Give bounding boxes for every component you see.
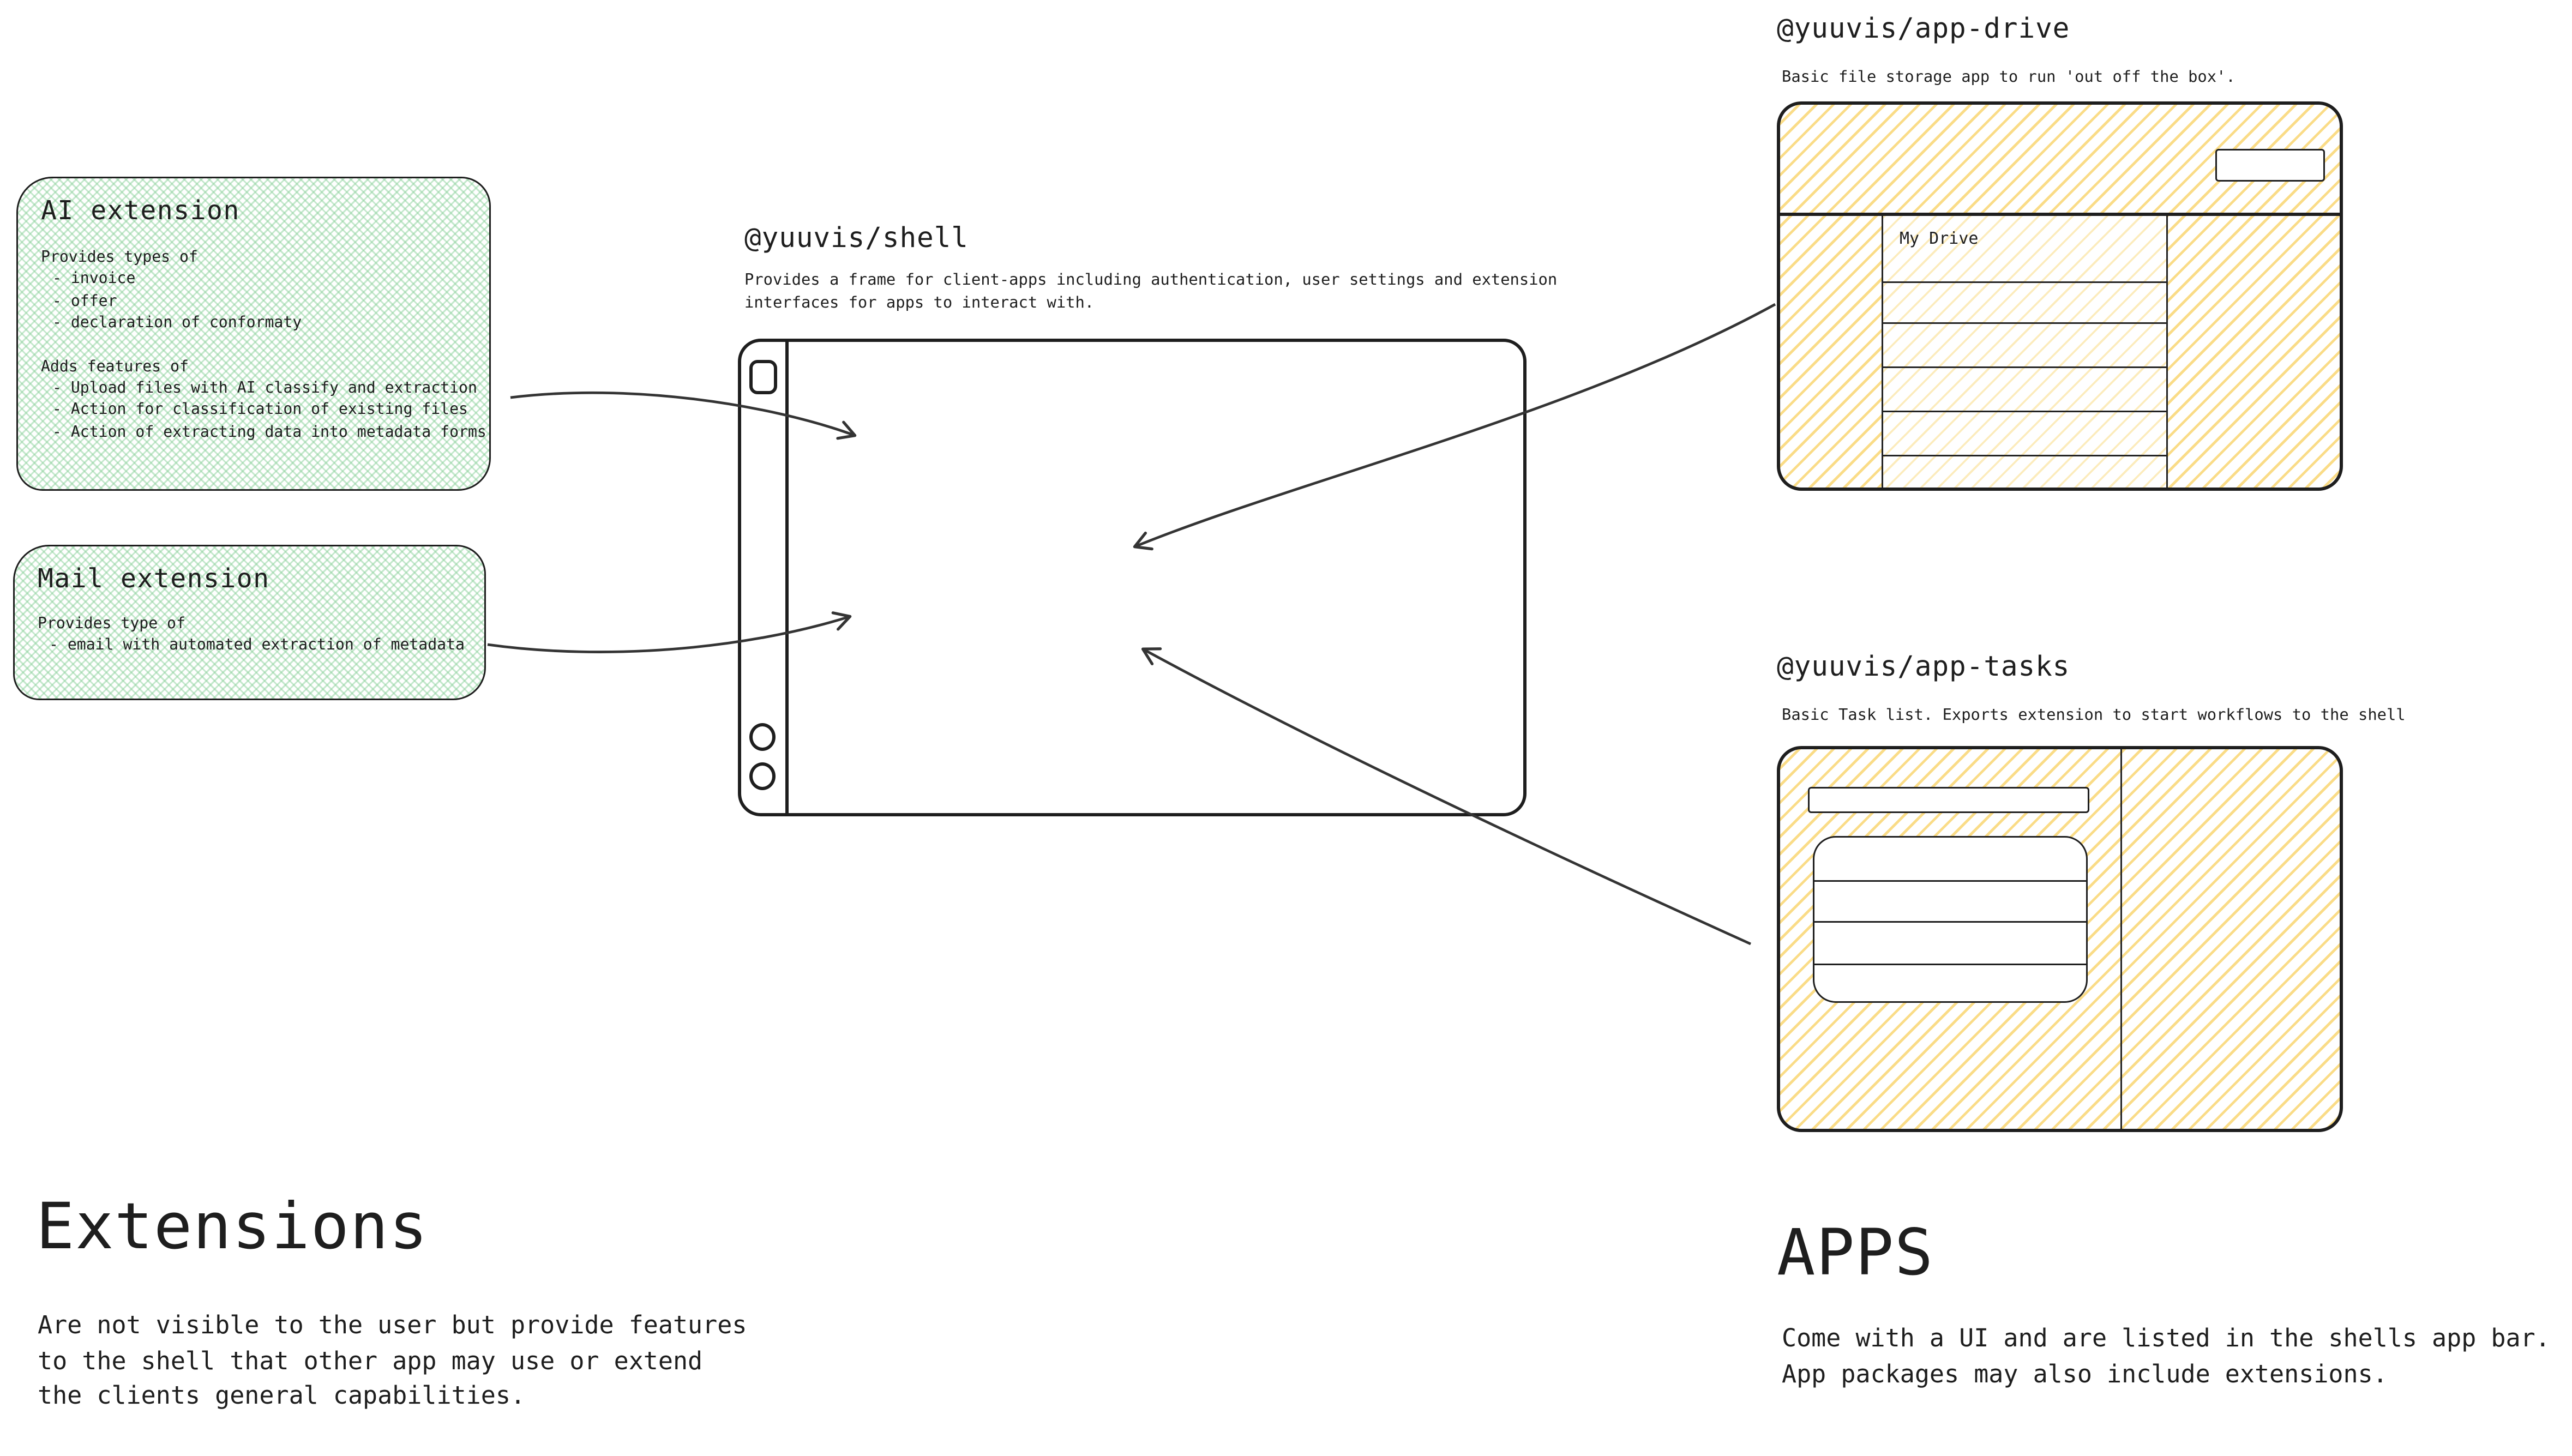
mail-extension-title: Mail extension (38, 563, 270, 594)
app-drive-package-title: @yuuvis/app-drive (1777, 13, 2070, 46)
shell-package-title: @yuuvis/shell (744, 222, 969, 255)
task-row-divider (1814, 964, 2086, 965)
apps-section-body: Come with a UI and are listed in the she… (1782, 1323, 2550, 1388)
ai-features-item: - Action of extracting data into metadat… (52, 423, 486, 442)
ai-extension-title: AI extension (41, 195, 240, 226)
file-row-divider (1883, 366, 2166, 368)
ai-provides-item: - invoice (52, 270, 136, 289)
extensions-section-body: Are not visible to the user but provide … (38, 1310, 747, 1410)
file-row-divider (1883, 411, 2166, 412)
spacer (41, 335, 486, 356)
ai-features-item: - Action for classification of existing … (52, 401, 468, 420)
app-drive-file-list-panel: My Drive (1882, 216, 2168, 488)
app-tasks-panel-divider (2120, 749, 2122, 1129)
app-tasks-list-card (1813, 836, 2088, 1003)
shell-app-bar-circle-icon (749, 723, 776, 751)
app-drive-package-description: Basic file storage app to run 'out off t… (1782, 69, 2236, 87)
task-row-divider (1814, 880, 2086, 882)
ai-extension-body: Provides types of - invoice - offer - de… (41, 247, 486, 444)
mail-extension-body: Provides type of - email with automated … (38, 613, 465, 657)
ai-extension-box: AI extension Provides types of - invoice… (16, 177, 491, 491)
ai-provides-label: Provides types of (41, 249, 198, 267)
ai-provides-item: - offer (52, 292, 117, 311)
file-row-divider (1883, 455, 2166, 456)
shell-app-bar (741, 342, 789, 813)
task-row-divider (1814, 921, 2086, 923)
app-tasks-package-title: @yuuvis/app-tasks (1777, 651, 2070, 684)
app-drive-panel-label: My Drive (1900, 231, 1979, 249)
file-row-divider (1883, 281, 2166, 283)
app-drive-header-button (2215, 149, 2325, 182)
ai-features-label: Adds features of (41, 357, 189, 376)
shell-package-description: Provides a frame for client-apps includi… (744, 272, 1558, 312)
mail-provides-label: Provides type of (38, 615, 185, 633)
app-drive-header-bar (1780, 105, 2340, 216)
app-tasks-package-description: Basic Task list. Exports extension to st… (1782, 707, 2406, 725)
apps-section-heading: APPS (1777, 1217, 1934, 1291)
ai-features-item: - Upload files with AI classify and extr… (52, 380, 477, 398)
shell-app-bar-circle-icon (749, 762, 776, 790)
mail-provides-item: - email with automated extraction of met… (49, 637, 465, 655)
app-tasks-search-bar (1808, 787, 2089, 813)
app-tasks-window (1777, 746, 2343, 1132)
shell-app-bar-top-icon (749, 360, 777, 394)
file-row-divider (1883, 322, 2166, 324)
shell-frame (738, 339, 1527, 816)
ai-provides-item: - declaration of conformaty (52, 314, 302, 333)
app-drive-window: My Drive (1777, 101, 2343, 491)
extensions-section-heading: Extensions (36, 1191, 429, 1265)
mail-extension-box: Mail extension Provides type of - email … (13, 545, 486, 700)
